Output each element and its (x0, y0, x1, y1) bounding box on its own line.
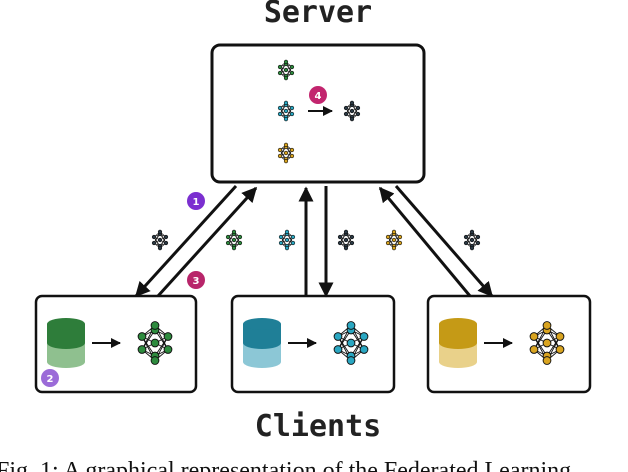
communication-arrows (134, 184, 494, 298)
client3-network-icon (529, 321, 565, 365)
figure-caption: Fig. 1: A graphical representation of th… (0, 458, 571, 472)
server-box (210, 43, 426, 184)
step-badge-4: 4 (309, 86, 327, 104)
client2-network-icon (333, 321, 369, 365)
transmitted-global-model-icon (463, 229, 481, 251)
step-badge-2: 2 (41, 369, 59, 387)
svg-text:2: 2 (47, 374, 54, 385)
svg-text:1: 1 (193, 197, 200, 208)
transmitted-green-model-icon (225, 229, 243, 251)
step-badge-1: 1 (187, 192, 205, 210)
client1-network-icon (137, 321, 173, 365)
svg-text:3: 3 (193, 276, 200, 287)
server-title: Server (264, 0, 372, 30)
arrow-server-to-client1 (134, 184, 238, 298)
server-teal-network-icon (277, 100, 295, 122)
database-icon (439, 318, 477, 368)
step-badge-3: 3 (187, 271, 205, 289)
server-aggregated-network-icon (343, 100, 361, 122)
arrow-client1-to-server (156, 186, 258, 298)
svg-text:4: 4 (315, 91, 322, 102)
transmitted-global-model-icon (337, 229, 355, 251)
transmitted-global-model-icon (151, 229, 169, 251)
arrow-server-to-client3 (394, 185, 494, 298)
database-icon (243, 318, 281, 368)
clients-title: Clients (255, 409, 381, 444)
database-icon (47, 318, 85, 368)
server-green-network-icon (277, 59, 295, 81)
transmitted-gold-model-icon (385, 229, 403, 251)
arrow-client3-to-server (378, 186, 472, 297)
transmitted-teal-model-icon (278, 229, 296, 251)
server-gold-network-icon (277, 142, 295, 164)
